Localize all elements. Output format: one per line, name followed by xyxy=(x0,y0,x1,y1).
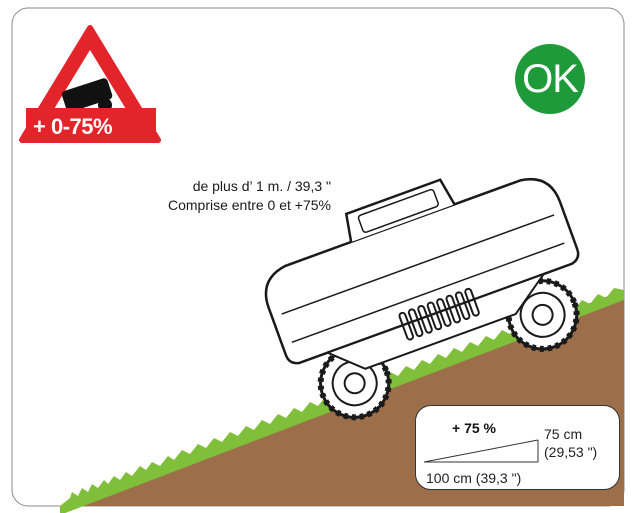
slope-percent-label: + 75 % xyxy=(452,420,496,436)
info-line-1: de plus d’ 1 m. / 39,3 " xyxy=(192,178,331,194)
slope-ratio-box: + 75 % 75 cm (29,53 ") 100 cm (39,3 ") xyxy=(415,405,620,490)
slope-warning-sign xyxy=(19,25,161,143)
slope-height-in: (29,53 ") xyxy=(544,444,598,460)
robot-handle xyxy=(344,178,456,243)
slope-height-cm: 75 cm xyxy=(544,426,583,442)
mower-robot-icon xyxy=(264,178,580,421)
info-line-2: Comprise entre 0 et +75% xyxy=(167,197,331,213)
ok-status-badge: OK xyxy=(515,44,585,114)
slope-triangle xyxy=(423,439,539,463)
warning-sign-label: + 0-75% xyxy=(33,114,113,139)
robot-vents xyxy=(398,287,480,341)
robot-body xyxy=(264,178,580,365)
slope-length-label: 100 cm (39,3 ") xyxy=(426,470,522,486)
